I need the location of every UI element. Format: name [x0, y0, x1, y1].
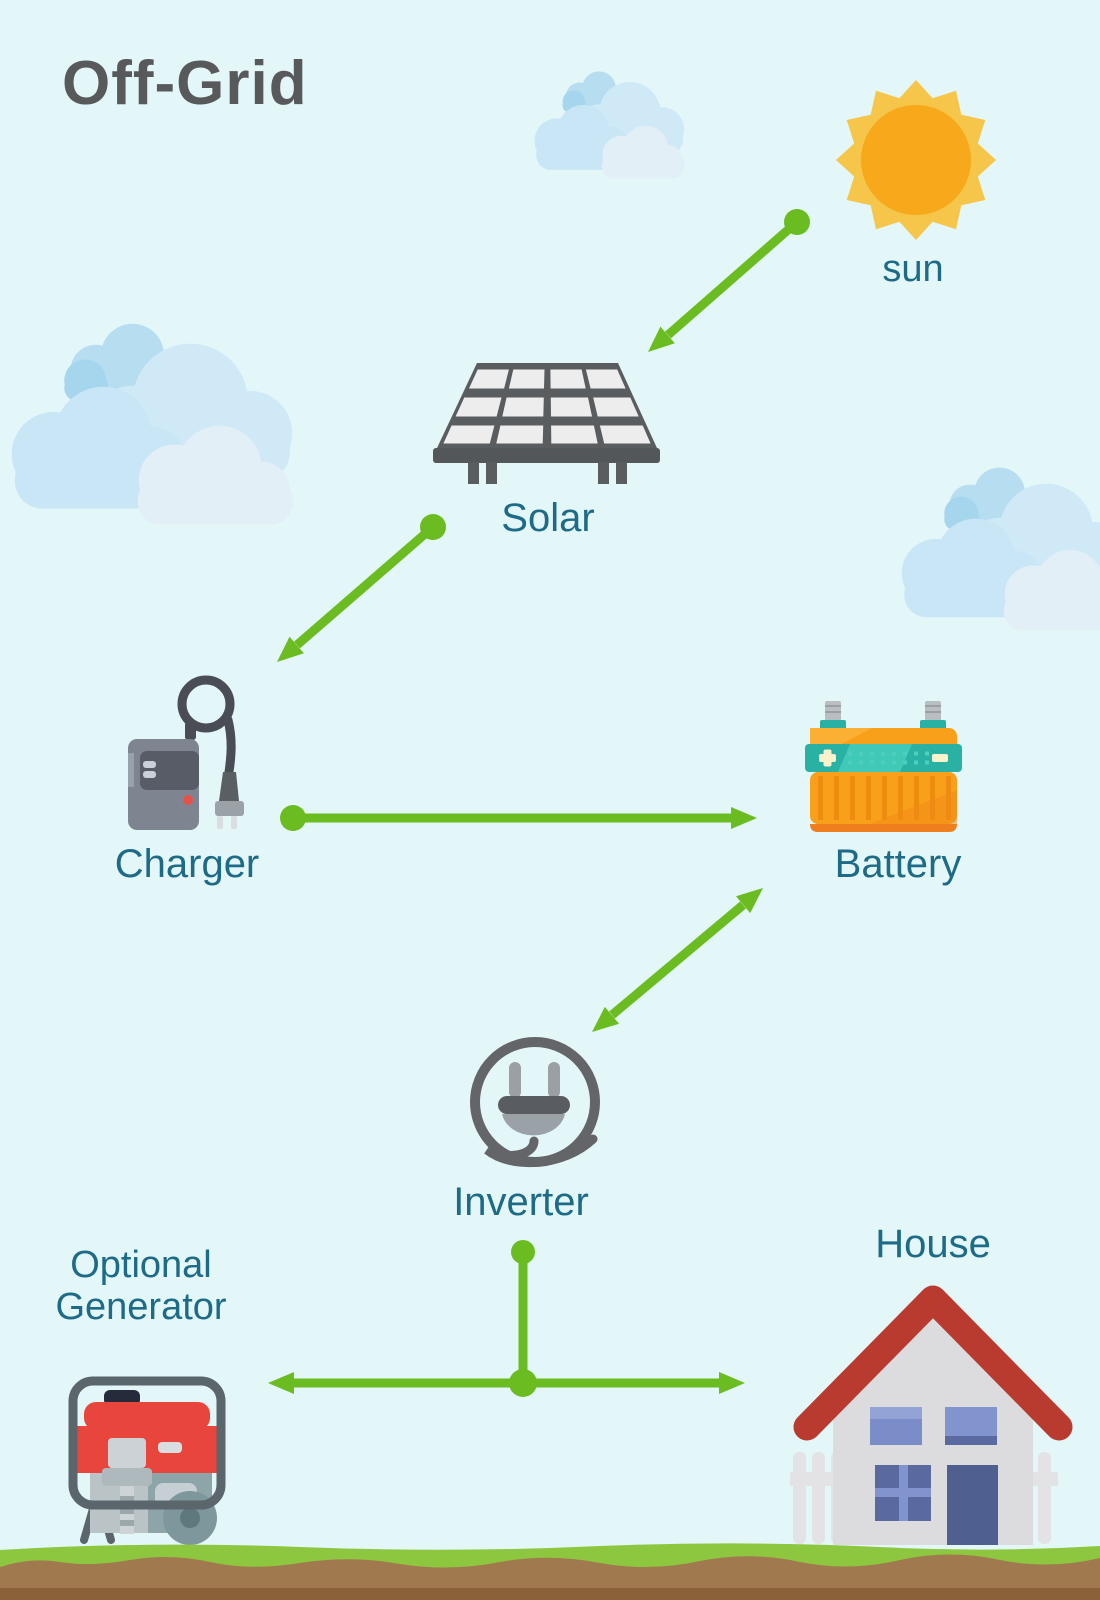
generator-label: Optional Generator — [55, 1244, 226, 1328]
page-title: Off-Grid — [62, 49, 308, 118]
battery-label: Battery — [834, 842, 962, 886]
generator-icon — [68, 1376, 226, 1545]
cloud-icon-left — [11, 323, 294, 525]
charger-label: Charger — [114, 842, 260, 886]
battery-icon — [805, 701, 962, 832]
solar-panel-icon — [433, 363, 660, 484]
ground — [0, 1543, 1100, 1600]
arrow-charger-to-battery — [280, 805, 757, 831]
arrow-solar-to-charger — [277, 514, 446, 662]
inverter-label: Inverter — [453, 1180, 589, 1224]
generator-label-line2: Generator — [55, 1286, 227, 1328]
arrow-sun-to-solar — [648, 209, 810, 352]
solar-label: Solar — [501, 496, 595, 540]
connector-inverter-generator-house — [268, 1240, 745, 1397]
arrow-battery-inverter-two-way — [592, 888, 763, 1032]
sun-icon — [836, 80, 996, 240]
house-icon — [790, 1285, 1073, 1545]
sun-label: sun — [882, 248, 944, 290]
house-label: House — [875, 1222, 991, 1266]
charger-icon — [128, 675, 244, 830]
cloud-icon-top — [534, 71, 685, 179]
cloud-icon-right — [901, 467, 1100, 630]
inverter-icon — [470, 1037, 600, 1168]
generator-label-line1: Optional — [70, 1244, 212, 1286]
